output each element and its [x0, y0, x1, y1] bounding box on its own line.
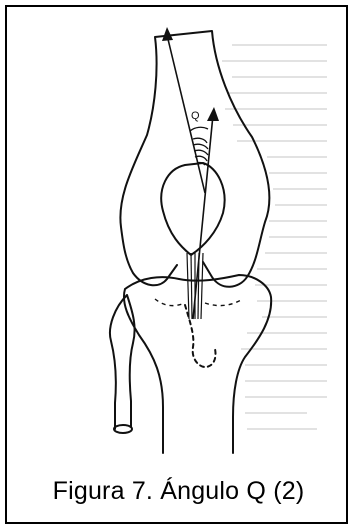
patella-outline: [161, 163, 224, 255]
q-angle-label: Q: [191, 110, 200, 122]
tibial-tuberosity: [185, 305, 216, 367]
q-angle-lines: [167, 35, 213, 319]
joint-line-dashes: [155, 299, 243, 306]
fibula-end: [114, 425, 132, 433]
knee-q-angle-illustration: Q: [7, 7, 350, 477]
arrowhead-left-icon: [162, 27, 173, 41]
bone-outlines: [110, 31, 271, 453]
figure-caption: Figura 7. Ángulo Q (2): [7, 477, 350, 506]
arrowhead-right-icon: [207, 107, 219, 121]
fibula-outline: [110, 295, 135, 429]
tibia-outline: [124, 275, 271, 453]
figure-frame: Q Figura 7. Ángulo Q (2): [5, 5, 348, 524]
q-angle-arc: [190, 127, 208, 131]
patellar-tendon: [187, 253, 203, 319]
femur-outline: [120, 31, 269, 287]
